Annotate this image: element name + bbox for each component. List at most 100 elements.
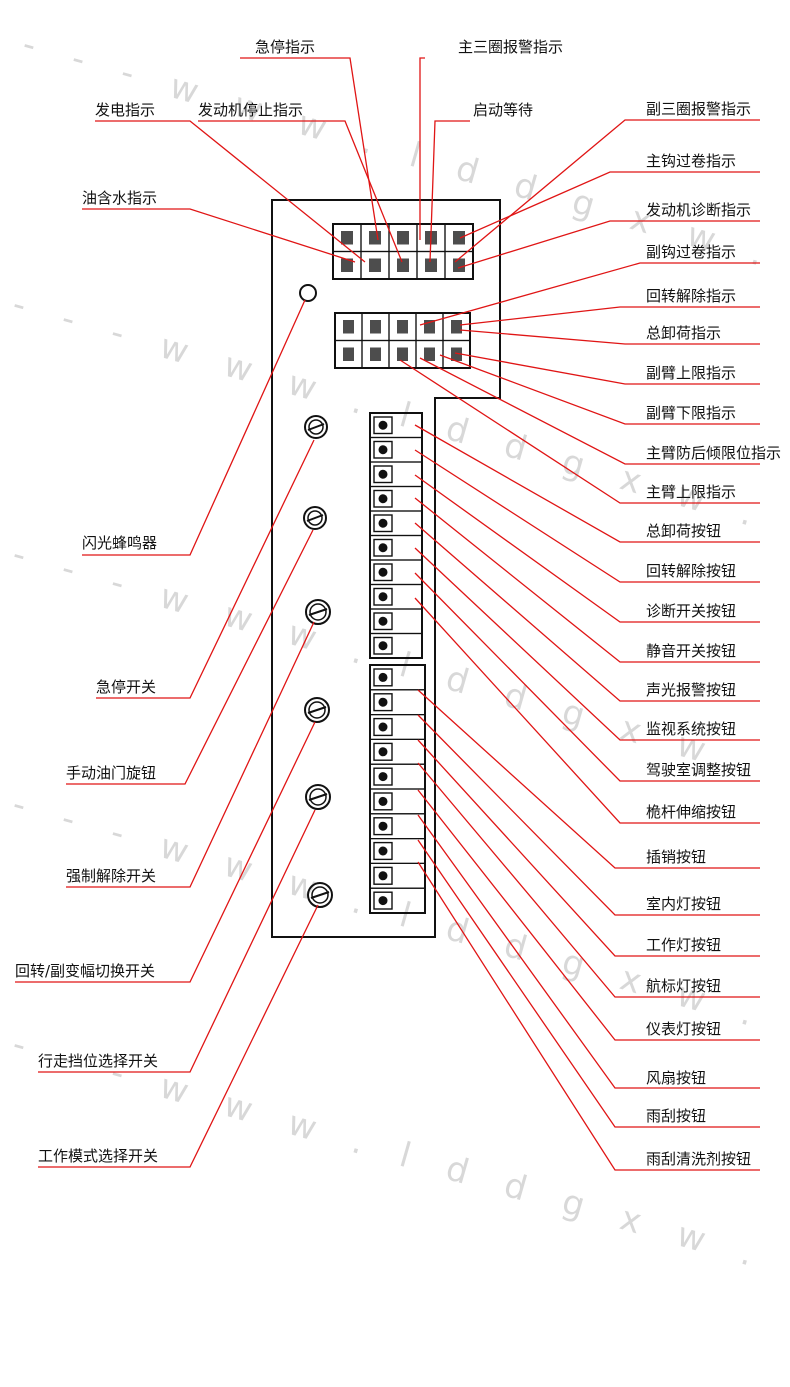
leader-line [429,120,470,263]
label-force-release-switch: 强制解除开关 [66,867,157,885]
panel-button[interactable] [369,534,423,561]
leader-line [414,547,760,741]
label-aux-3coil-alarm-indicator: 副三圈报警指示 [646,100,752,118]
leader-line [38,809,316,1073]
label-main-boom-tip-limit-indicator: 主臂防后倾限位指示 [646,444,782,462]
indicator-lamp [360,250,390,280]
panel-button[interactable] [369,788,426,815]
leader-line [66,529,314,785]
label-estop-indicator: 急停指示 [255,38,316,56]
indicator-lamp [361,339,390,369]
leader-line [417,714,760,916]
label-travel-gear-switch: 行走挡位选择开关 [38,1052,159,1070]
leader-line [399,359,760,504]
leader-line [96,439,315,699]
leader-line [459,306,760,326]
panel-button[interactable] [369,887,426,914]
panel-button[interactable] [369,813,426,840]
panel-button[interactable] [369,608,423,635]
estop-switch-knob[interactable] [304,415,328,439]
label-aux-boom-lower-limit-indicator: 副臂下限指示 [646,404,737,422]
leader-line [198,120,403,263]
leader-line [414,424,760,543]
leader-line [459,329,760,345]
leader-line [419,57,425,240]
throttle-knob[interactable] [303,506,327,530]
indicator-lamp [416,250,446,280]
leader-line [66,621,315,888]
panel-button[interactable] [369,632,423,659]
leader-line [417,839,760,1128]
panel-button[interactable] [369,664,426,691]
label-generator-indicator: 发电指示 [95,101,156,119]
label-instrument-light-button: 仪表灯按钮 [646,1020,722,1038]
label-wiper-button: 雨刮按钮 [646,1107,707,1125]
label-engine-stop-indicator: 发动机停止指示 [198,101,304,119]
leader-line [15,721,316,983]
label-main-3coil-alarm-indicator: 主三圈报警指示 [458,38,564,56]
work-mode-knob[interactable] [307,882,333,908]
indicator-lamp [444,223,474,253]
leader-line [417,861,760,1171]
panel-button[interactable] [369,461,423,488]
indicator-lamp [388,223,418,253]
indicator-lamp [388,312,417,342]
leader-line [414,522,760,702]
label-main-hook-overwind-indicator: 主钩过卷指示 [646,152,737,170]
label-cabin-light-button: 室内灯按钮 [646,895,722,913]
panel-button[interactable] [369,412,423,439]
leader-line [454,352,760,385]
leader-line [459,171,760,239]
label-fan-button: 风扇按钮 [646,1069,707,1087]
leader-line [414,597,760,824]
leader-line [439,354,760,425]
indicator-lamp [388,250,418,280]
label-diagnosis-switch-button: 诊断开关按钮 [646,602,737,620]
panel-button[interactable] [369,510,423,537]
panel-button[interactable] [369,837,426,864]
panel-button[interactable] [369,689,426,716]
label-slew-release-indicator: 回转解除指示 [646,287,737,305]
label-aux-boom-upper-limit-indicator: 副臂上限指示 [646,364,737,382]
leader-line [38,904,319,1168]
slew-luff-knob[interactable] [304,697,330,723]
leader-line [457,220,760,269]
leader-line [82,299,306,556]
label-oil-water-indicator: 油含水指示 [82,189,158,207]
indicator-lamp [360,223,390,253]
travel-gear-knob[interactable] [305,784,331,810]
indicator-lamp [442,339,471,369]
label-main-boom-upper-limit-indicator: 主臂上限指示 [646,483,737,501]
panel-button[interactable] [369,436,423,463]
label-monitor-system-button: 监视系统按钮 [646,720,737,738]
control-panel [15,57,760,1171]
label-slew-release-button: 回转解除按钮 [646,562,737,580]
panel-button[interactable] [369,763,426,790]
leader-line [417,739,760,957]
leader-line [417,814,760,1089]
indicator-lamp [388,339,417,369]
panel-button[interactable] [369,738,426,765]
panel-button[interactable] [369,862,426,889]
panel-outline [271,199,501,938]
control-panel-diagram: - - - - w w w . l d d g x w . c o m - - … [0,10,790,1387]
label-mute-switch-button: 静音开关按钮 [646,642,737,660]
leader-line [417,689,760,869]
label-cab-adjust-button: 驾驶室调整按钮 [646,761,752,779]
panel-button[interactable] [369,559,423,586]
leader-line [419,357,760,465]
label-washer-button: 雨刮清洗剂按钮 [646,1150,752,1168]
panel-button[interactable] [369,713,426,740]
panel-button[interactable] [369,583,423,610]
label-slew-luff-switch: 回转/副变幅切换开关 [15,962,156,980]
indicator-lamp [415,312,444,342]
panel-button[interactable] [369,485,423,512]
label-nav-light-button: 航标灯按钮 [646,977,722,995]
indicator-lamp [334,312,363,342]
label-flash-buzzer: 闪光蜂鸣器 [82,534,158,552]
leader-line [240,57,379,241]
force-release-knob[interactable] [305,599,331,625]
flash-buzzer-lamp [299,284,317,302]
label-total-unload-button: 总卸荷按钮 [646,522,722,540]
label-aux-hook-overwind-indicator: 副钩过卷指示 [646,243,737,261]
